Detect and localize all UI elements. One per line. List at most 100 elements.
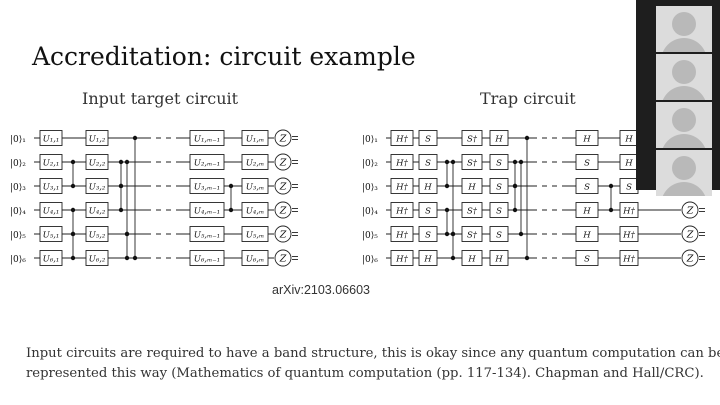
participant-avatar-icon xyxy=(656,54,712,100)
gate-box xyxy=(418,250,438,266)
measurement-label: Z xyxy=(279,158,287,169)
participant-avatar-icon xyxy=(656,102,712,148)
gate-box xyxy=(189,202,225,218)
qubit-input-label: |0⟩₃ xyxy=(362,183,378,193)
cz-control-dot xyxy=(124,255,130,261)
gate-label: H† xyxy=(395,135,408,145)
gate-label: U₄,₁ xyxy=(43,207,60,217)
gate-label: S xyxy=(425,159,431,169)
gate-label: H xyxy=(624,135,633,145)
gate-box xyxy=(489,130,509,146)
gate-box xyxy=(85,178,109,194)
cz-control-dot xyxy=(444,231,450,237)
z-measurement-icon xyxy=(274,225,292,243)
gate-box xyxy=(489,250,509,266)
gate-label: H xyxy=(582,207,591,217)
participant-avatar-icon xyxy=(656,150,712,196)
gate-box xyxy=(418,178,438,194)
cz-control-dot xyxy=(228,183,234,189)
gate-label: S xyxy=(584,159,590,169)
measurement-label: Z xyxy=(686,230,694,241)
gate-label: S xyxy=(496,207,502,217)
gate-box xyxy=(241,226,269,242)
gate-box xyxy=(418,226,438,242)
gate-box xyxy=(39,154,63,170)
gate-label: U₃,ₘ₋₁ xyxy=(194,183,220,193)
gate-box xyxy=(241,202,269,218)
gate-label: U₁,ₘ₋₁ xyxy=(194,135,220,145)
cz-control-dot xyxy=(70,183,76,189)
cz-control-dot xyxy=(70,159,76,165)
gate-box xyxy=(619,226,639,242)
cz-control-dot xyxy=(124,159,130,165)
gate-label: S xyxy=(626,183,632,193)
gate-box xyxy=(189,250,225,266)
z-measurement-icon xyxy=(274,249,292,267)
cz-control-dot xyxy=(124,231,130,237)
gate-box xyxy=(575,178,599,194)
gate-label: U₅,ₘ xyxy=(246,231,265,241)
gate-label: H† xyxy=(395,207,408,217)
gate-label: S xyxy=(496,231,502,241)
cz-control-dot xyxy=(70,207,76,213)
gate-box xyxy=(241,130,269,146)
input-target-circuit-diagram: |0⟩₁|0⟩₂|0⟩₃|0⟩₄|0⟩₅|0⟩₆ U₁,₁U₂,₁U₃,₁U₄,… xyxy=(10,129,298,267)
cz-control-dot xyxy=(444,159,450,165)
gate-box xyxy=(85,250,109,266)
gate-label: H xyxy=(624,159,633,169)
gate-label: U₂,₁ xyxy=(43,159,60,169)
gate-label: S xyxy=(584,255,590,265)
cz-control-dot xyxy=(518,159,524,165)
gate-box xyxy=(85,202,109,218)
gate-label: U₁,ₘ xyxy=(246,135,265,145)
gate-box xyxy=(619,202,639,218)
gate-label: S† xyxy=(467,231,478,241)
gate-box xyxy=(390,226,414,242)
participant-video-strip xyxy=(636,0,720,196)
gate-label: S xyxy=(496,183,502,193)
z-measurement-icon xyxy=(274,201,292,219)
cz-control-dot xyxy=(450,159,456,165)
gate-label: H† xyxy=(395,183,408,193)
cz-control-dot xyxy=(118,183,124,189)
gate-box xyxy=(189,130,225,146)
measurement-label: Z xyxy=(686,206,694,217)
gate-label: H xyxy=(494,135,503,145)
gate-label: H xyxy=(467,255,476,265)
gate-label: U₆,₁ xyxy=(43,255,60,265)
gate-box xyxy=(85,226,109,242)
cz-control-dot xyxy=(512,207,518,213)
measurement-label: Z xyxy=(279,134,287,145)
cz-control-dot xyxy=(228,207,234,213)
gate-label: S† xyxy=(467,135,478,145)
gate-box xyxy=(418,130,438,146)
qubit-input-label: |0⟩₅ xyxy=(362,231,378,241)
gate-box xyxy=(461,154,483,170)
gate-label: U₄,₂ xyxy=(89,207,106,217)
measurement-label: Z xyxy=(279,230,287,241)
gate-label: H xyxy=(582,231,591,241)
reference-citation: arXiv:2103.06603 xyxy=(272,283,370,297)
gate-box xyxy=(575,130,599,146)
gate-box xyxy=(390,154,414,170)
gate-label: H xyxy=(423,183,432,193)
gate-box xyxy=(461,130,483,146)
gate-label: H xyxy=(467,183,476,193)
qubit-input-label: |0⟩₂ xyxy=(10,159,26,169)
z-measurement-icon xyxy=(681,249,699,267)
cz-control-dot xyxy=(132,255,138,261)
gate-box xyxy=(418,202,438,218)
qubit-input-label: |0⟩₄ xyxy=(362,207,378,217)
body-text: Input circuits are required to have a ba… xyxy=(26,344,720,384)
qubit-input-label: |0⟩₂ xyxy=(362,159,378,169)
gate-box xyxy=(39,130,63,146)
gate-label: U₂,ₘ₋₁ xyxy=(194,159,220,169)
cz-control-dot xyxy=(524,255,530,261)
gate-box xyxy=(390,202,414,218)
cz-control-dot xyxy=(524,135,530,141)
measurement-label: Z xyxy=(279,182,287,193)
gate-box xyxy=(575,250,599,266)
gate-box xyxy=(461,250,483,266)
gate-label: U₁,₂ xyxy=(89,135,106,145)
z-measurement-icon xyxy=(681,225,699,243)
